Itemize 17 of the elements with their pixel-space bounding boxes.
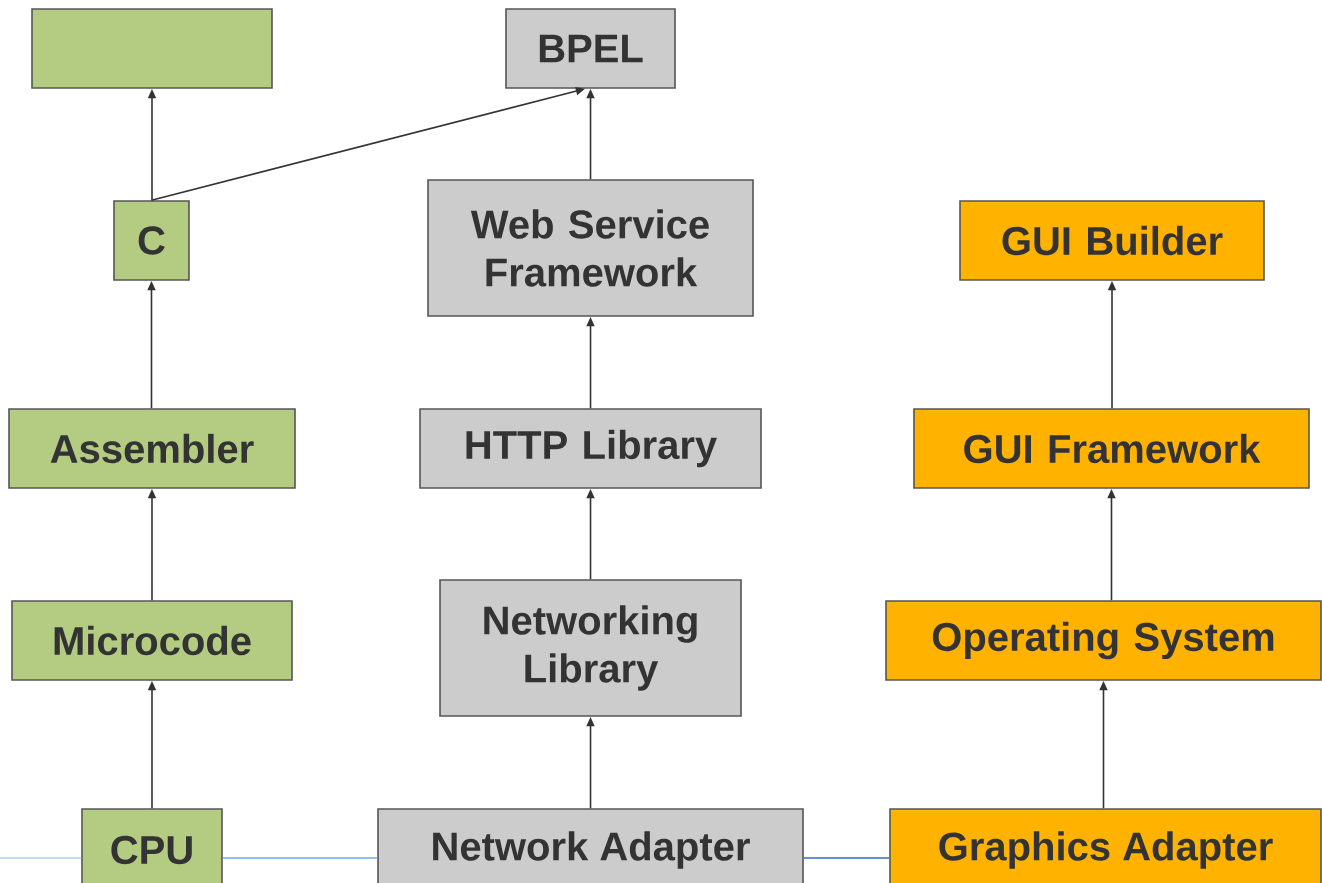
bus-line bbox=[222, 857, 378, 859]
layer-box: Web Service Framework bbox=[427, 179, 754, 317]
layer-box: C bbox=[113, 200, 190, 281]
layer-box: Microcode bbox=[11, 600, 293, 681]
layer-box: GUI Framework bbox=[913, 408, 1310, 489]
layer-box: HTTP Library bbox=[419, 408, 762, 489]
layer-box: Network Adapter bbox=[377, 808, 804, 883]
layer-box: Operating System bbox=[885, 600, 1322, 681]
bus-line bbox=[0, 857, 82, 859]
layer-box: Graphics Adapter bbox=[889, 808, 1322, 883]
layer-box: Networking Library bbox=[439, 579, 742, 717]
layer-box: CPU bbox=[81, 808, 223, 883]
layer-box bbox=[31, 8, 273, 89]
bus-line bbox=[803, 857, 890, 859]
layer-box: GUI Builder bbox=[959, 200, 1265, 281]
layer-box: BPEL bbox=[505, 8, 676, 89]
layer-box: Assembler bbox=[8, 408, 296, 489]
